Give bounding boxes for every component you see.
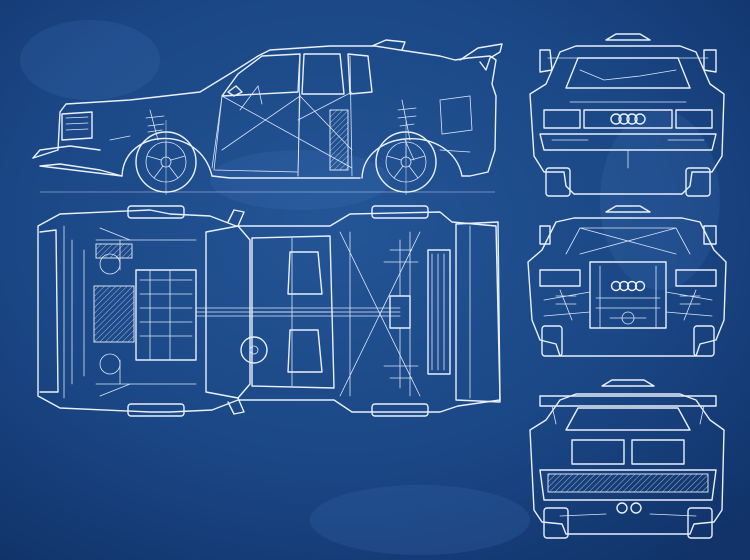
top-rear-wing <box>455 221 501 403</box>
top-view <box>37 205 501 417</box>
side-front-light <box>61 111 93 141</box>
side-front-strut <box>145 109 165 141</box>
front-headlight-left <box>543 109 581 129</box>
section-four-rings-logo <box>610 280 646 292</box>
side-door-line <box>213 93 301 177</box>
side-body-outline <box>32 45 497 179</box>
section-right-suspension <box>665 289 713 321</box>
rear-wheel-right <box>687 507 713 539</box>
rear-light-right <box>631 439 685 465</box>
side-mirror <box>227 85 243 97</box>
front-rear-wing-top <box>539 49 717 73</box>
rear-roof-light <box>601 379 655 387</box>
front-four-rings-logo <box>610 113 646 125</box>
side-view <box>32 39 503 195</box>
front-body-outline <box>529 45 725 195</box>
top-intercooler <box>93 285 135 343</box>
section-roll-cage <box>565 227 691 255</box>
front-view <box>529 33 725 197</box>
section-wheel-right <box>693 325 715 357</box>
side-front-arch <box>121 137 213 177</box>
top-wheel-rr <box>371 403 429 417</box>
side-front-splitter <box>32 145 101 159</box>
side-window <box>301 53 345 95</box>
front-roof-light <box>605 33 651 41</box>
top-steering-wheel <box>240 336 268 364</box>
front-headlight-right <box>675 109 713 129</box>
section-right-headlight <box>675 269 717 287</box>
rear-window <box>565 407 691 431</box>
front-wheel-left <box>545 167 571 197</box>
side-c-pillar <box>347 53 373 95</box>
top-engine-block <box>135 269 197 361</box>
top-front-bumper <box>39 229 59 393</box>
section-left-suspension <box>543 289 591 321</box>
side-rear-arch <box>361 138 463 179</box>
top-mirror-left <box>227 209 245 227</box>
rear-light-left <box>571 439 625 465</box>
side-radiator <box>329 109 349 171</box>
top-rear-radiator <box>427 249 451 375</box>
rear-bumper <box>539 469 717 501</box>
section-engine <box>589 261 667 329</box>
front-section-view <box>527 205 727 357</box>
side-windshield <box>221 53 301 97</box>
top-roll-cage <box>339 231 421 397</box>
top-driver-seat <box>287 329 323 373</box>
top-wheel-fl <box>127 205 185 219</box>
section-wheel-left <box>541 325 563 357</box>
section-roof-light <box>605 205 651 213</box>
section-wing-tips <box>539 225 717 245</box>
section-left-headlight <box>539 269 581 287</box>
front-windshield <box>565 57 691 89</box>
side-rear-wing <box>459 43 503 71</box>
top-wheel-rl <box>371 205 429 219</box>
front-bumper <box>539 133 717 151</box>
front-wheel-right <box>685 167 711 197</box>
rear-view <box>529 379 725 539</box>
rear-wing <box>539 395 717 407</box>
rear-exhaust <box>616 502 642 514</box>
front-grille <box>583 109 673 129</box>
top-driveshaft <box>195 307 401 317</box>
rear-diffuser-grille <box>547 473 709 493</box>
top-wheel-fr <box>127 403 185 417</box>
rear-wheel-left <box>543 507 569 539</box>
top-mirror-right <box>227 397 245 415</box>
top-co-driver-seat <box>287 251 323 295</box>
section-body-outline <box>527 217 727 357</box>
side-roof-spoiler <box>371 39 406 51</box>
